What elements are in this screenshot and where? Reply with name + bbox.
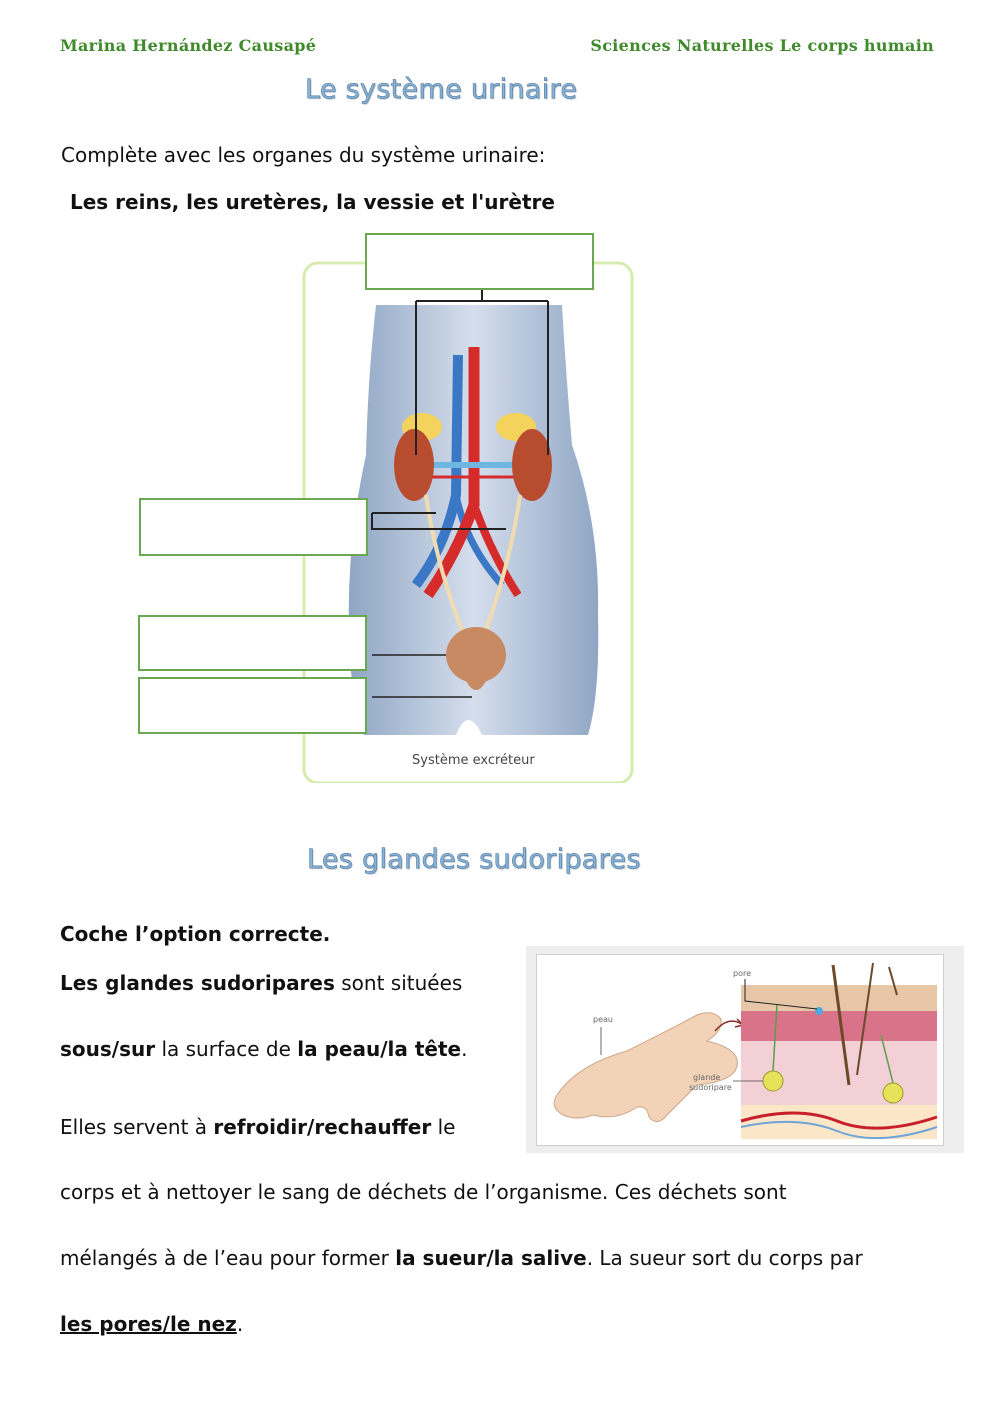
instruction-sweat: Coche l’option correcte. [60,922,331,946]
sentence-1-rest: sont situées [334,971,463,995]
answer-box-kidneys[interactable] [365,233,594,290]
sentence-5-start: mélangés à de l’eau pour former [60,1246,396,1270]
section-title-sweat-glands: Les glandes sudoripares [307,844,641,876]
sentence-2: sous/sur la surface de la peau/la tête. [60,1037,467,1061]
sweat-gland-illustration: pore peau glande sudoripare [526,946,964,1153]
sentence-6: les pores/le nez. [60,1312,243,1336]
author-name: Marina Hernández Causapé [60,36,317,55]
answer-box-bladder[interactable] [138,615,367,671]
sentence-2-mid: la surface de [155,1037,298,1061]
option-sous-sur[interactable]: sous/sur [60,1037,156,1061]
sentence-1: Les glandes sudoripares sont situées [60,971,462,995]
sentence-1-subject: Les glandes sudoripares [60,971,335,995]
urinary-system-illustration: Système excréteur [296,255,640,785]
sentence-3: Elles servent à refroidir/rechauffer le [60,1115,455,1139]
subject-title: Sciences Naturelles Le corps humain [590,36,934,55]
figure-caption: Système excréteur [412,753,535,768]
option-peau-tete[interactable]: la peau/la tête [297,1037,462,1061]
sentence-5-end: . La sueur sort du corps par [586,1246,863,1270]
label-pore: pore [733,969,752,978]
option-sueur-salive[interactable]: la sueur/la salive [395,1246,587,1270]
answer-box-ureters[interactable] [139,498,368,556]
section-title-urinary: Le système urinaire [305,74,578,106]
label-sudoripare: sudoripare [689,1083,732,1092]
option-refroidir-rechauffer[interactable]: refroidir/rechauffer [213,1115,432,1139]
answer-box-urethra[interactable] [138,677,367,734]
sentence-4: corps et à nettoyer le sang de déchets d… [60,1180,787,1204]
label-peau: peau [593,1015,613,1024]
option-pores-nez[interactable]: les pores/le nez [60,1312,237,1336]
instruction-urinary: Complète avec les organes du système uri… [61,143,546,167]
sentence-2-end: . [461,1037,468,1061]
sentence-3-start: Elles servent à [60,1115,214,1139]
sentence-5: mélangés à de l’eau pour former la sueur… [60,1246,863,1270]
sentence-6-end: . [236,1312,244,1336]
word-bank: Les reins, les uretères, la vessie et l'… [70,190,555,214]
sentence-3-end: le [431,1115,456,1139]
label-glande: glande [693,1073,721,1082]
